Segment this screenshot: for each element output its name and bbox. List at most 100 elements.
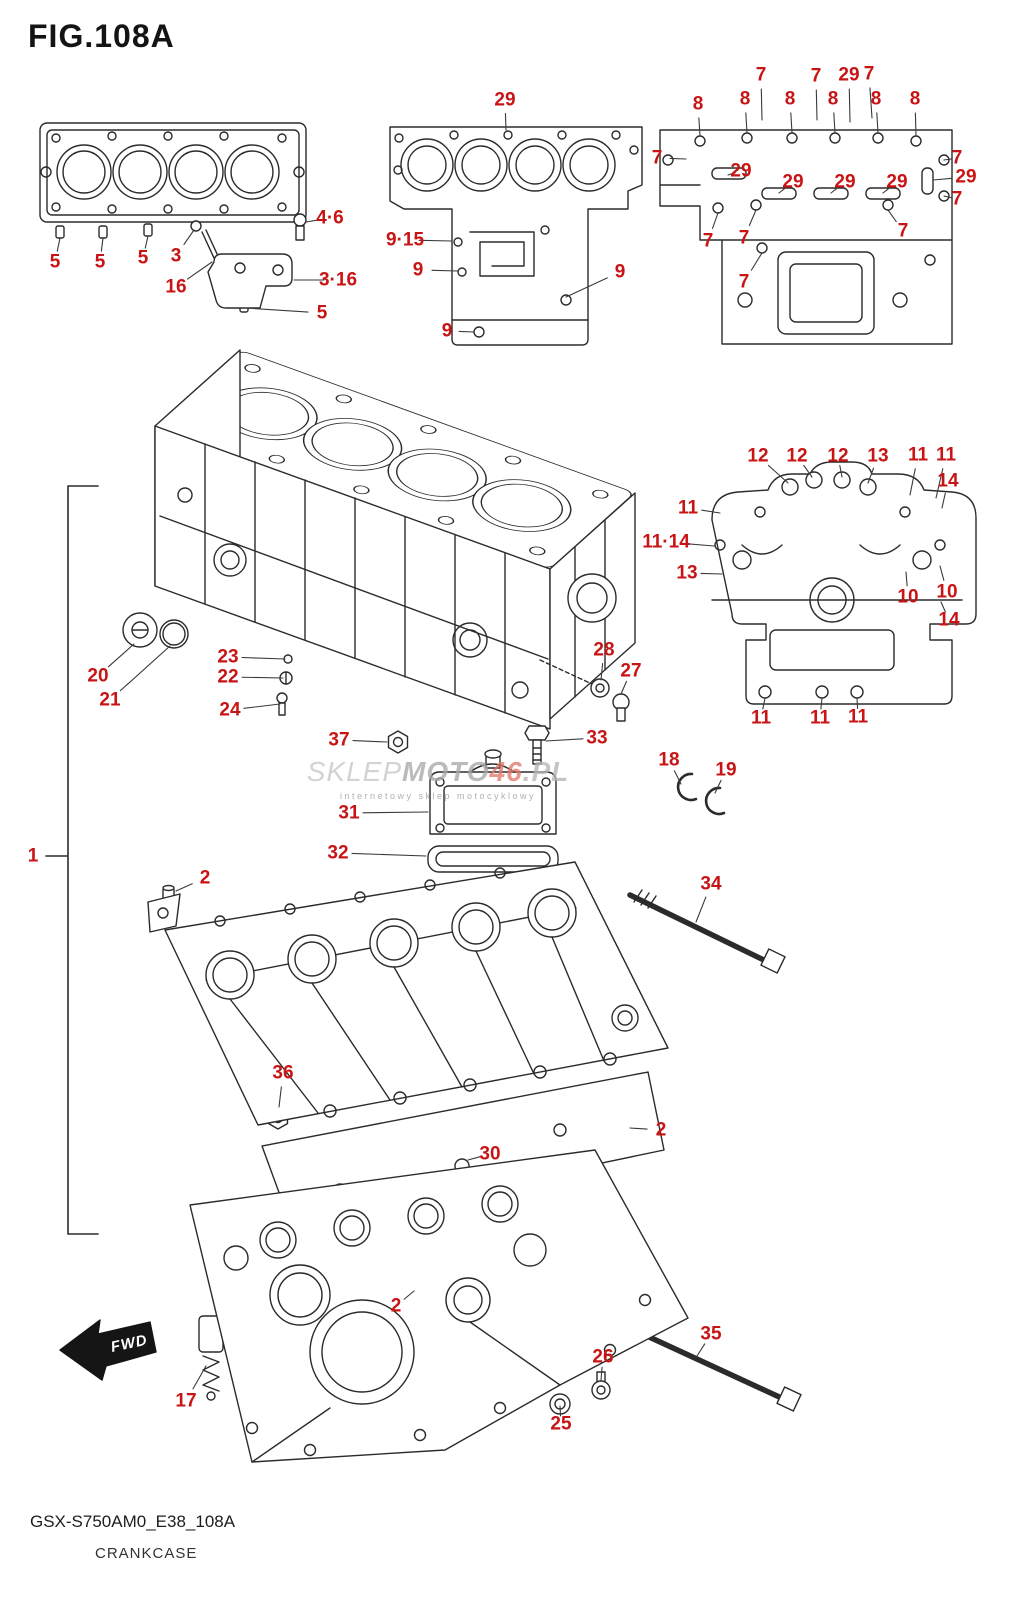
callout-7: 7	[755, 64, 767, 86]
callout-7: 7	[951, 188, 963, 210]
figure-title: FIG.108A	[28, 18, 175, 54]
oil-pipe-bracket	[207, 253, 293, 309]
callout-8: 8	[739, 88, 751, 110]
callout-2: 2	[655, 1119, 667, 1141]
callout-8: 8	[870, 88, 882, 110]
callout-28: 28	[593, 639, 615, 661]
circlips-18-19	[676, 772, 726, 816]
callout-27: 27	[620, 660, 642, 682]
callout-22: 22	[217, 666, 239, 688]
callout-33: 33	[586, 727, 608, 749]
drawing-upper-crankcase-half	[147, 861, 669, 1126]
bolt-34	[627, 889, 786, 974]
callout-16: 16	[165, 276, 187, 298]
callout-8: 8	[784, 88, 796, 110]
callout-9: 9	[412, 259, 424, 281]
callout-23: 23	[217, 646, 239, 668]
callout-29: 29	[730, 160, 752, 182]
callout-29: 29	[834, 171, 856, 193]
callout-29: 29	[955, 166, 977, 188]
callout-12: 12	[827, 445, 849, 467]
callout-37: 37	[328, 729, 350, 751]
callout-8: 8	[692, 93, 704, 115]
callout-3: 3	[170, 245, 182, 267]
breather-cover-31	[429, 749, 557, 835]
callout-25: 25	[550, 1413, 572, 1435]
callout-7: 7	[738, 227, 750, 249]
relief-valve-17	[198, 1315, 224, 1401]
gasket-32	[427, 845, 559, 873]
callout-5: 5	[316, 302, 328, 324]
callout-26: 26	[592, 1346, 614, 1368]
callout-17: 17	[175, 1390, 197, 1412]
callout-19: 19	[715, 759, 737, 781]
footer-model-code: GSX-S750AM0_E38_108A	[30, 1512, 236, 1531]
callout-18: 18	[658, 749, 680, 771]
small-bolt-3	[190, 220, 219, 259]
callout-9: 9	[614, 261, 626, 283]
drawing-crankcase-bottom-view	[659, 129, 953, 345]
callout-4·6: 4·6	[316, 207, 344, 229]
callout-7: 7	[738, 271, 750, 293]
jet-parts-22-23-24	[276, 654, 293, 716]
callout-11: 11	[677, 497, 699, 519]
callout-31: 31	[338, 802, 360, 824]
callout-7: 7	[810, 65, 822, 87]
callout-7: 7	[897, 220, 909, 242]
callout-29: 29	[494, 89, 516, 111]
callout-5: 5	[94, 251, 106, 273]
callout-35: 35	[700, 1323, 722, 1345]
callout-3·16: 3·16	[318, 269, 358, 291]
callout-9·15: 9·15	[385, 229, 425, 251]
oil-cap-20	[122, 612, 158, 648]
callout-13: 13	[676, 562, 698, 584]
callout-29: 29	[782, 171, 804, 193]
callout-2: 2	[390, 1295, 402, 1317]
callout-29: 29	[838, 64, 860, 86]
callout-11: 11	[809, 707, 831, 729]
callout-11·14: 11·14	[642, 531, 690, 553]
washer-28	[590, 678, 610, 698]
top-bolt-4	[293, 213, 307, 241]
callout-11: 11	[847, 706, 869, 728]
callout-32: 32	[327, 842, 349, 864]
nut-37	[387, 730, 409, 754]
drawing-crankcase-top-view	[389, 126, 643, 346]
callout-7: 7	[863, 63, 875, 85]
callout-20: 20	[87, 665, 109, 687]
leader-lines	[56, 87, 953, 1417]
callout-8: 8	[909, 88, 921, 110]
drawing-head-gasket	[39, 122, 307, 313]
fwd-arrow: FWD	[59, 1319, 157, 1381]
callout-30: 30	[479, 1143, 501, 1165]
callout-24: 24	[219, 699, 241, 721]
callout-1-bracket	[45, 485, 99, 1235]
callout-1: 1	[27, 845, 39, 867]
callout-11: 11	[750, 707, 772, 729]
callout-12: 12	[747, 445, 769, 467]
drawing-lower-crankcase-half	[189, 1149, 689, 1463]
callout-13: 13	[867, 445, 889, 467]
callout-14: 14	[937, 470, 959, 492]
callout-7: 7	[651, 147, 663, 169]
drawing-lower-case-side-view	[711, 461, 977, 705]
callout-7: 7	[702, 230, 714, 252]
drawing-cylinder-block	[154, 349, 636, 730]
callout-5: 5	[49, 251, 61, 273]
callout-21: 21	[99, 689, 121, 711]
callout-11: 11	[935, 444, 957, 466]
callout-29: 29	[886, 171, 908, 193]
bolt-33	[524, 725, 550, 765]
callout-12: 12	[786, 445, 808, 467]
callout-9: 9	[441, 320, 453, 342]
callout-14: 14	[938, 609, 960, 631]
callout-7: 7	[951, 147, 963, 169]
footer-figure-name: CRANKCASE	[95, 1545, 198, 1562]
callout-10: 10	[936, 581, 958, 603]
bolt-27	[612, 693, 630, 722]
callout-5: 5	[137, 247, 149, 269]
callout-36: 36	[272, 1062, 294, 1084]
callout-8: 8	[827, 88, 839, 110]
